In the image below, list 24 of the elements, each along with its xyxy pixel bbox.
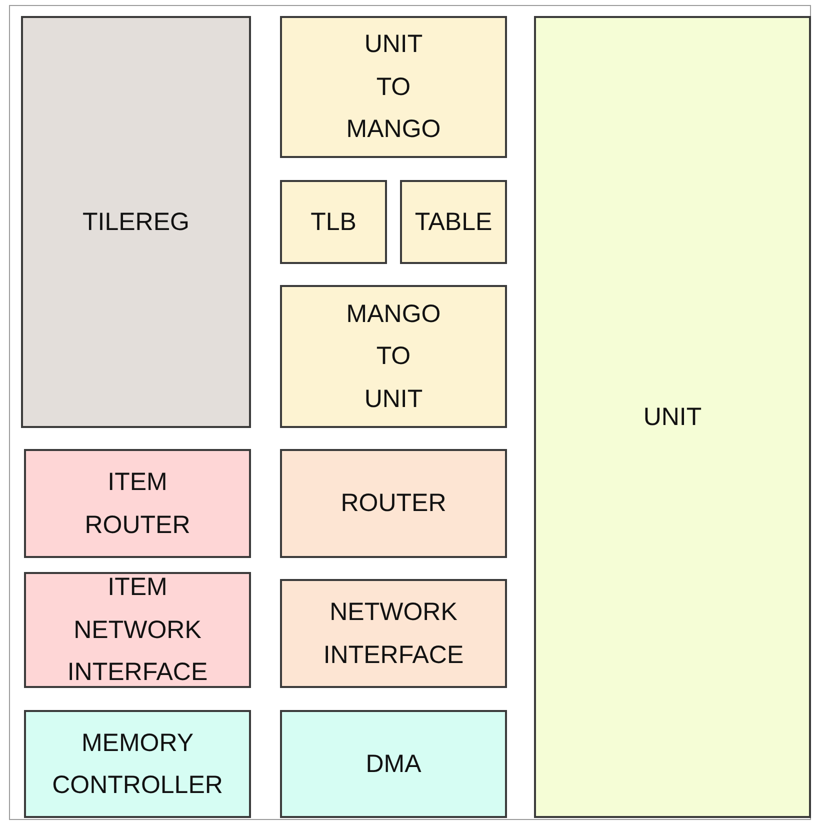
block-label: UNIT (643, 402, 702, 433)
block-label: TLB (310, 206, 356, 238)
interface-block (24, 572, 251, 688)
block-label: ITEM NETWORK INTERFACE (67, 572, 208, 688)
block-label: ITEM ROUTER (84, 467, 190, 540)
table-block (400, 180, 507, 264)
block-label: UNIT TO MANGO (346, 29, 441, 146)
block-label: ROUTER (340, 488, 446, 520)
block-label: MEMORY CONTROLLER (52, 728, 223, 801)
block-label: MANGO TO UNIT (346, 298, 441, 415)
converter-block (280, 285, 507, 428)
dma-block (280, 710, 507, 818)
block-label: NETWORK INTERFACE (323, 597, 464, 670)
controller-block (24, 710, 251, 818)
block-label: TILEREG (82, 206, 190, 238)
router-block (280, 449, 507, 558)
register-block (21, 16, 251, 428)
unit-block (534, 16, 811, 818)
buffer-block (280, 180, 387, 264)
block-label: TABLE (414, 206, 492, 238)
block-label: DMA (366, 748, 422, 780)
interface-block (280, 579, 507, 688)
converter-block (280, 16, 507, 158)
router-block (24, 449, 251, 558)
